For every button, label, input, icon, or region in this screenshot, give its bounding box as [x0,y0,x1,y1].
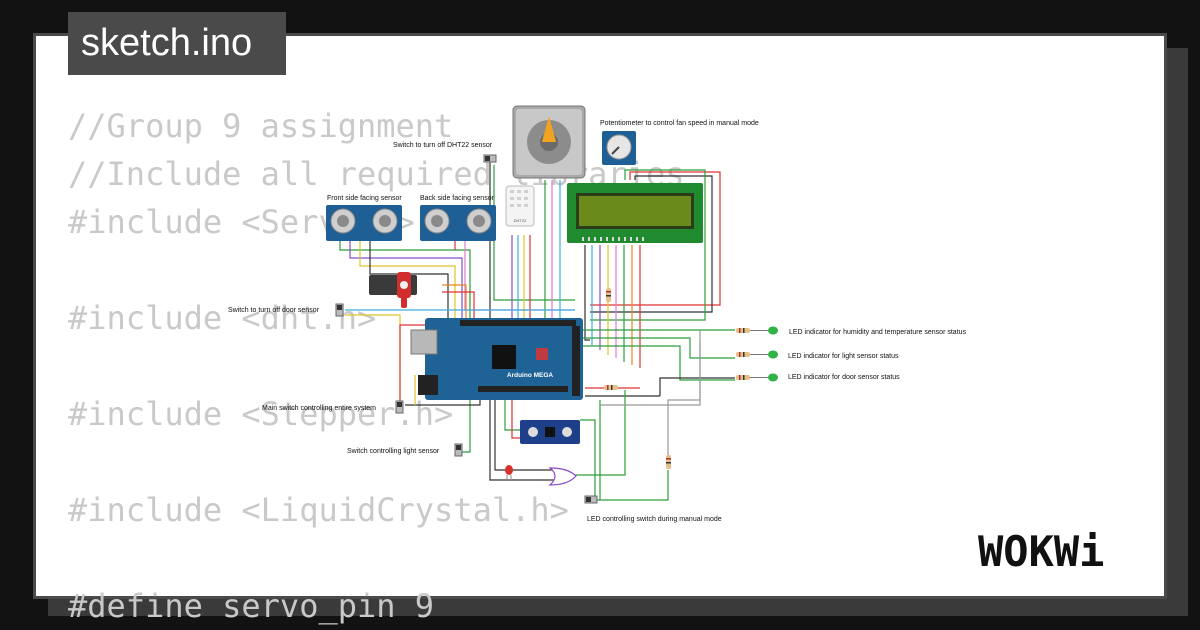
resistor [606,288,611,302]
label-front-sensor: Front side facing sensor [327,195,402,202]
wires [339,160,735,501]
label-door-switch: Switch to turn off door sensor [228,307,320,314]
slide-switch-manual[interactable] [584,495,598,504]
lcd-display [567,183,703,243]
stepper-motor [512,105,586,179]
component-labels: Switch to turn off DHT22 sensor Potentio… [228,120,967,523]
resistor [736,352,750,357]
label-led-humidity: LED indicator for humidity and temperatu… [789,329,967,336]
label-main-switch: Main switch controlling entire system [262,405,376,412]
board-label: Arduino MEGA [507,372,554,379]
code-line: #include <dht.h> [68,299,377,337]
servo-motor [369,272,417,308]
code-line: #define servo_pin 9 [68,587,435,625]
label-led-manual: LED controlling switch during manual mod… [587,516,722,523]
code-line: #include <Stepper.h> [68,395,454,433]
label-potentiometer: Potentiometer to control fan speed in ma… [600,120,759,127]
resistor [666,455,671,469]
code-line: #include <LiquidCrystal.h> [68,491,569,529]
logo-text: WOKWi [978,527,1104,576]
dht22-chip-label: DHT22 [514,218,527,223]
slide-switch-main[interactable] [395,400,404,414]
resistor [604,385,618,390]
ultrasonic-back [420,205,496,241]
ultrasonic-front [326,205,402,241]
resistor [736,375,750,380]
label-led-door: LED indicator for door sensor status [788,374,900,381]
arduino-mega: Arduino MEGA [410,318,583,400]
filename-tab: sketch.ino [68,12,286,75]
green-leds [750,326,778,382]
label-led-light: LED indicator for light sensor status [788,353,899,360]
wokwi-logo: WOKWi [978,527,1104,576]
slide-switch-light[interactable] [454,443,463,457]
label-dht-switch: Switch to turn off DHT22 sensor [393,142,493,149]
slide-switch-door[interactable] [335,303,344,317]
or-gate [548,467,577,486]
label-light-switch: Switch controlling light sensor [347,448,440,455]
resistor [736,328,750,333]
dht22-sensor: DHT22 [505,185,535,227]
red-led [505,465,513,480]
resistors [604,288,750,469]
code-line: //Group 9 assignment [68,107,454,145]
label-back-sensor: Back side facing sensor [420,195,495,202]
potentiometer[interactable] [602,131,636,165]
light-sensor-module [520,420,580,444]
slide-switch-dht[interactable] [483,154,497,163]
